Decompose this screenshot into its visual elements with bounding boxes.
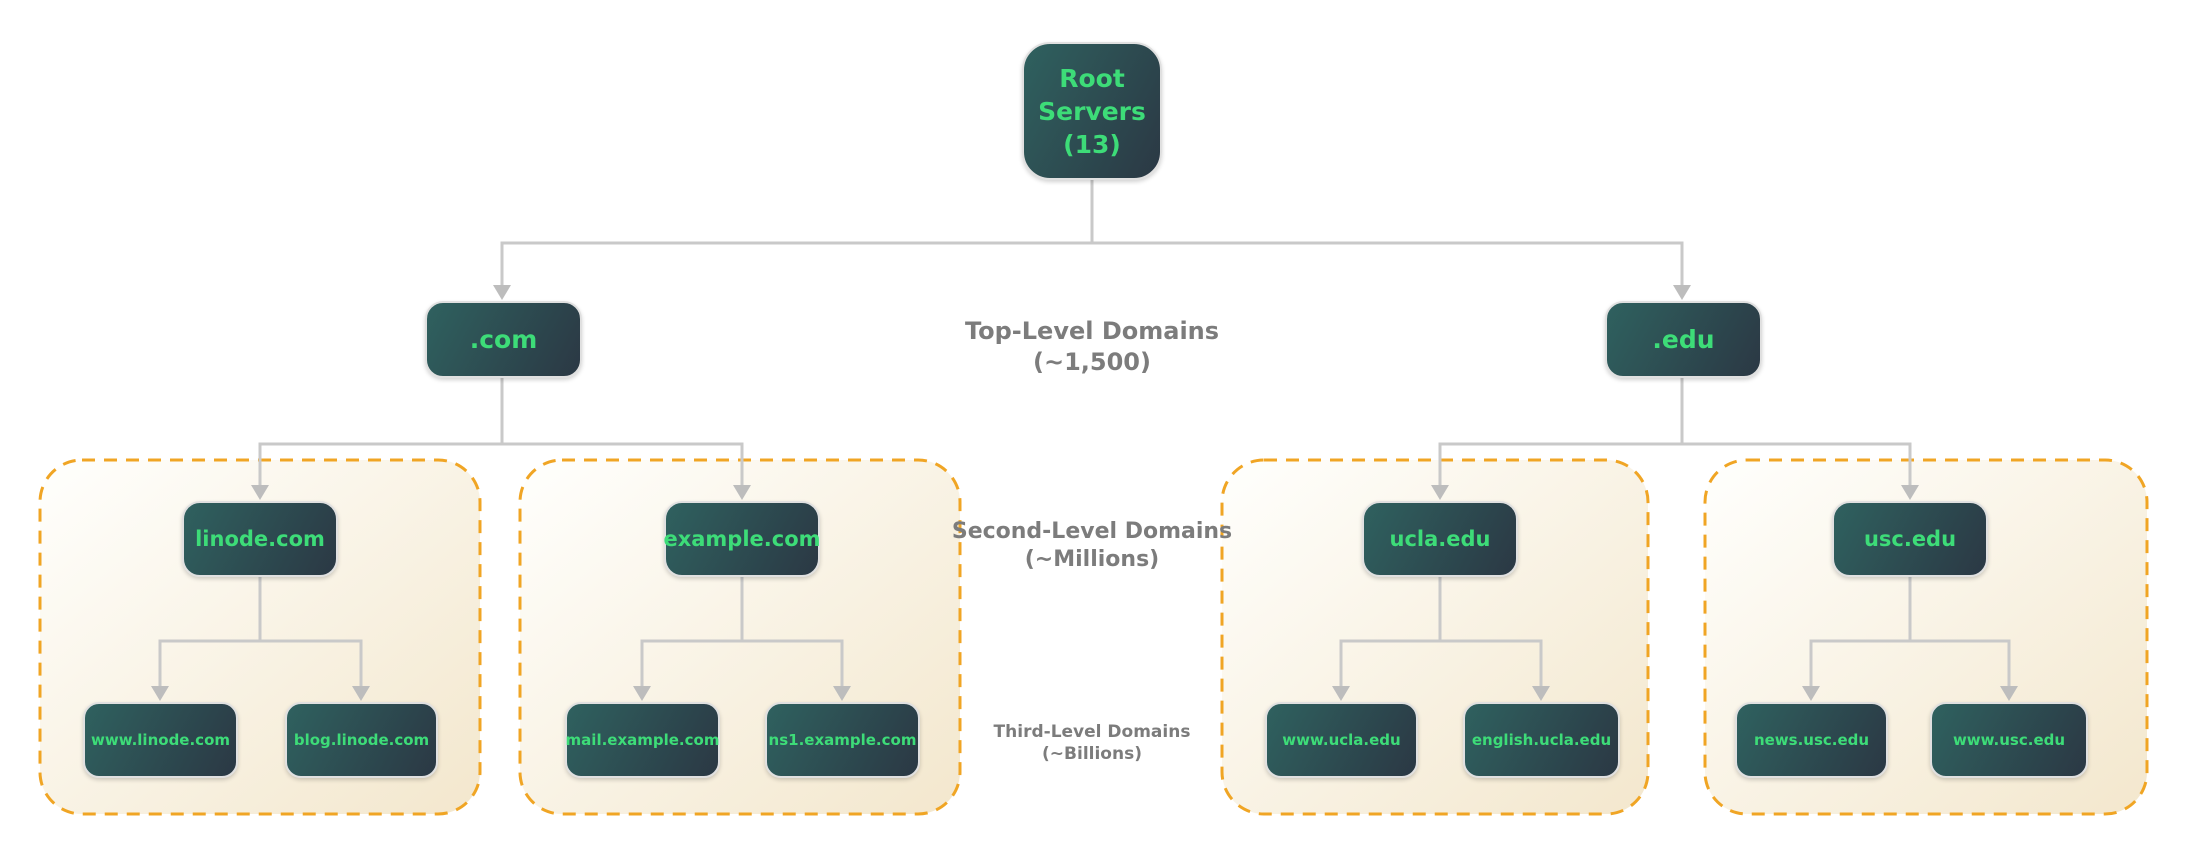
node-ns1-example-com-label: ns1.example.com [768,731,917,749]
node-mail-example-com: mail.example.com [565,702,720,778]
node-english-ucla-edu-label: english.ucla.edu [1471,731,1612,749]
arrow-to-www-linode [151,686,169,701]
node-www-ucla-edu-label: www.ucla.edu [1282,731,1401,749]
level-label-third-count: (~Billions) [1042,743,1142,764]
node-ns1-example-com: ns1.example.com [765,702,920,778]
node-tld-edu: .edu [1605,301,1762,378]
node-mail-example-com-label: mail.example.com [565,731,720,749]
node-www-linode-com: www.linode.com [83,702,238,778]
arrow-to-edu [1673,285,1691,300]
node-www-usc-edu: www.usc.edu [1930,702,2088,778]
node-root-servers-label: Root Servers (13) [1038,63,1146,159]
node-blog-linode-com-label: blog.linode.com [293,731,430,749]
level-label-second-title: Second-Level Domains [951,519,1233,544]
node-www-ucla-edu: www.ucla.edu [1265,702,1418,778]
connector-edu-to-sld [1438,376,1912,489]
node-root-servers: Root Servers (13) [1022,42,1162,180]
level-label-second-count: (~Millions) [1024,547,1160,573]
level-label-third-level: Third-Level Domains (~Billions) [994,722,1191,766]
arrow-to-news-usc [1802,686,1820,701]
node-usc-edu: usc.edu [1832,501,1988,577]
node-news-usc-edu: news.usc.edu [1735,702,1888,778]
connector-usc-to-tl [1809,575,2011,690]
arrow-to-blog-linode [352,686,370,701]
node-linode-com-label: linode.com [195,527,325,551]
arrow-to-www-ucla [1332,686,1350,701]
arrow-to-english-ucla [1532,686,1550,701]
node-tld-edu-label: .edu [1652,325,1715,354]
node-www-linode-com-label: www.linode.com [90,731,230,749]
connector-example-to-tl [640,575,844,690]
arrowheads [151,285,2018,701]
connector-ucla-to-tl [1339,575,1543,690]
arrow-to-com [493,285,511,300]
node-example-com: example.com [663,501,821,577]
node-english-ucla-edu: english.ucla.edu [1463,702,1620,778]
node-usc-edu-label: usc.edu [1863,527,1957,551]
level-label-top-title: Top-Level Domains [964,317,1220,345]
arrow-to-www-usc [2000,686,2018,701]
arrow-to-example [733,485,751,500]
node-ucla-edu-label: ucla.edu [1389,527,1491,551]
arrow-to-ucla [1431,485,1449,500]
node-tld-com-label: .com [469,325,538,354]
level-label-top-level: Top-Level Domains (~1,500) [965,316,1219,377]
level-label-top-count: (~1,500) [1033,347,1151,376]
node-linode-com: linode.com [182,501,338,577]
connector-com-to-sld [258,376,744,489]
arrow-to-ns1-example [833,686,851,701]
connector-linode-to-tl [158,575,363,690]
level-label-third-title: Third-Level Domains [993,722,1191,742]
arrow-to-linode [251,485,269,500]
node-www-usc-edu-label: www.usc.edu [1952,731,2066,749]
node-tld-com: .com [425,301,582,378]
node-example-com-label: example.com [663,527,821,551]
arrow-to-mail-example [633,686,651,701]
arrow-to-usc [1901,485,1919,500]
node-blog-linode-com: blog.linode.com [285,702,438,778]
level-label-second-level: Second-Level Domains (~Millions) [952,518,1232,574]
node-news-usc-edu-label: news.usc.edu [1753,731,1870,749]
connector-root-to-tlds [500,177,1684,289]
node-ucla-edu: ucla.edu [1362,501,1518,577]
